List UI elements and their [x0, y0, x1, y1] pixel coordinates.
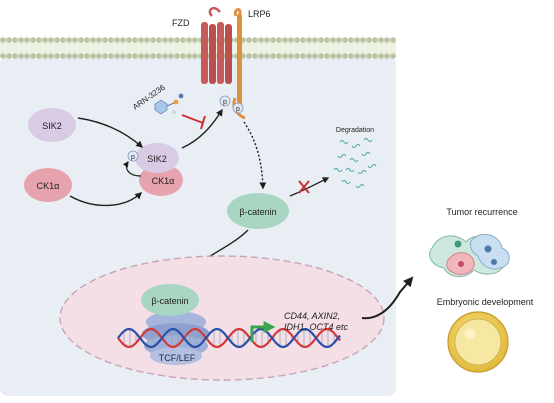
sik2-label: SIK2: [42, 121, 62, 131]
arrow-ck1a-to-complex: [69, 192, 143, 207]
cell-membrane: [0, 37, 396, 59]
outcome-tumor-label: Tumor recurrence: [446, 207, 517, 217]
lrp6-phospho-1: [219, 95, 231, 107]
lrp6-phospho-2-label: p: [236, 106, 240, 113]
inhibition-line: [181, 114, 206, 130]
target-genes-line1: CD44, AXIN2,: [284, 311, 340, 321]
ck1a-label: CK1α: [37, 181, 60, 191]
sik2-complex-label: SIK2: [147, 154, 167, 164]
sik2-protein: [28, 108, 76, 142]
fzd-label: FZD: [172, 18, 190, 28]
lrp6-phospho-2: [232, 102, 244, 114]
arrow-sik2-to-complex: [77, 117, 144, 148]
betacatenin-cytoplasm: [227, 193, 289, 229]
betacatenin-nucleus: [141, 284, 199, 316]
arrow-genes-to-outcomes: [361, 276, 414, 320]
fzd-receptor: [201, 6, 232, 84]
sik2-phospho: [127, 150, 139, 162]
embryo-icon: [447, 311, 509, 373]
arrow-lrp6-to-betacatenin: [243, 121, 267, 190]
arrow-complex-to-lrp6: [181, 108, 223, 149]
outcome-embryo-label: Embryonic development: [437, 297, 534, 307]
betacatenin-cytoplasm-label: β-catenin: [239, 207, 276, 217]
lrp6-phospho-1-label: p: [223, 99, 227, 106]
sik2-complex-protein: [135, 143, 179, 173]
promoter-arrow-icon: [250, 321, 276, 342]
tumor-cells-icon: [429, 233, 510, 277]
arrow-betacatenin-to-degradation: [289, 177, 330, 197]
degradation-fragments-icon: [333, 137, 377, 189]
degradation-label: Degradation: [336, 127, 374, 134]
ck1a-complex-label: CK1α: [152, 176, 175, 186]
ck1a-protein: [24, 168, 72, 202]
arn3236-molecule-icon: [154, 93, 184, 115]
betacatenin-nucleus-label: β-catenin: [151, 296, 188, 306]
target-genes-line2: IDH1, OCT4 etc: [284, 322, 349, 332]
tcf-lef-label: TCF/LEF: [159, 353, 196, 363]
arrow-ck1a-phospho-sik2: [122, 161, 142, 177]
dna-helix: [117, 328, 341, 348]
blocked-cross-icon: [298, 180, 310, 194]
nucleus: [59, 255, 385, 381]
lrp6-label: LRP6: [248, 9, 271, 19]
sik2-phospho-label: p: [131, 154, 135, 161]
